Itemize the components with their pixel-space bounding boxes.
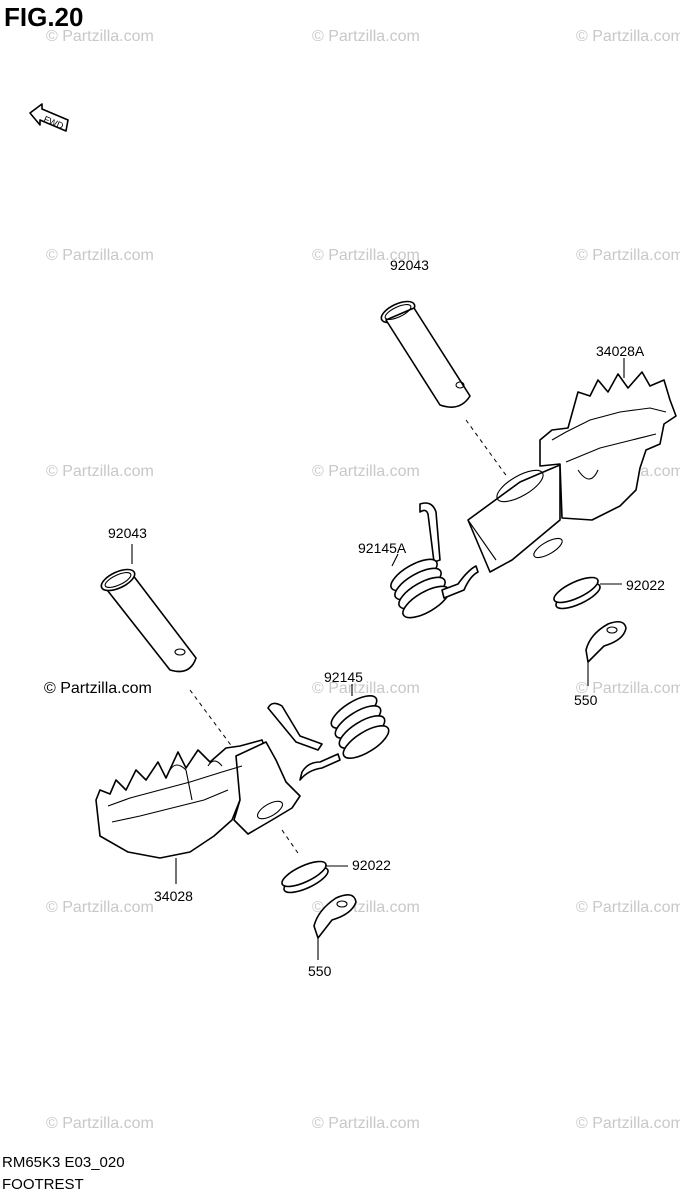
forward-arrow-icon: FWD [29,103,69,132]
watermark: © Partzilla.com [46,1115,154,1132]
watermark-prominent: © Partzilla.com [44,680,152,697]
pin-92043-left [100,568,197,673]
pin-92043-right [380,300,471,408]
assembly-line [465,419,509,479]
watermark: © Partzilla.com [312,680,420,697]
footrest-34028 [95,739,301,859]
watermark: © Partzilla.com [576,247,680,264]
watermark: © Partzilla.com [312,28,420,45]
figure-title: FIG.20 [4,2,84,32]
assembly-line [281,829,301,857]
part-number-label: 92022 [626,577,665,593]
watermark: © Partzilla.com [576,680,680,697]
assembly-line [189,689,237,753]
washer-92022-right [553,576,601,610]
watermark: © Partzilla.com [312,463,420,480]
watermark: © Partzilla.com [46,899,154,916]
spring-92145A [390,502,479,619]
part-number-label: 92043 [390,257,429,273]
cotter-pin-550-left [313,894,357,939]
watermark: © Partzilla.com [312,1115,420,1132]
part-number-label: 92145 [324,669,363,685]
cotter-pin-550-right [585,620,627,663]
part-number-label: 92043 [108,525,147,541]
leader-line [391,553,399,567]
part-number-label: 34028A [596,343,645,359]
spring-92145 [267,695,390,781]
section-name: FOOTREST [2,1176,84,1193]
watermark: © Partzilla.com [312,247,420,264]
watermark: © Partzilla.com [46,463,154,480]
part-number-label: 550 [308,963,332,979]
part-number-label: 92145A [358,540,407,556]
watermark: © Partzilla.com [576,899,680,916]
watermark: © Partzilla.com [576,28,680,45]
part-number-label: 550 [574,692,598,708]
part-number-label: 34028 [154,888,193,904]
model-code: RM65K3 E03_020 [2,1154,125,1171]
part-number-label: 92022 [352,857,391,873]
footrest-34028A [467,371,677,573]
watermark: © Partzilla.com [576,1115,680,1132]
watermark: © Partzilla.com [46,247,154,264]
watermark: © Partzilla.com [46,28,154,45]
washer-92022-left [281,860,329,894]
